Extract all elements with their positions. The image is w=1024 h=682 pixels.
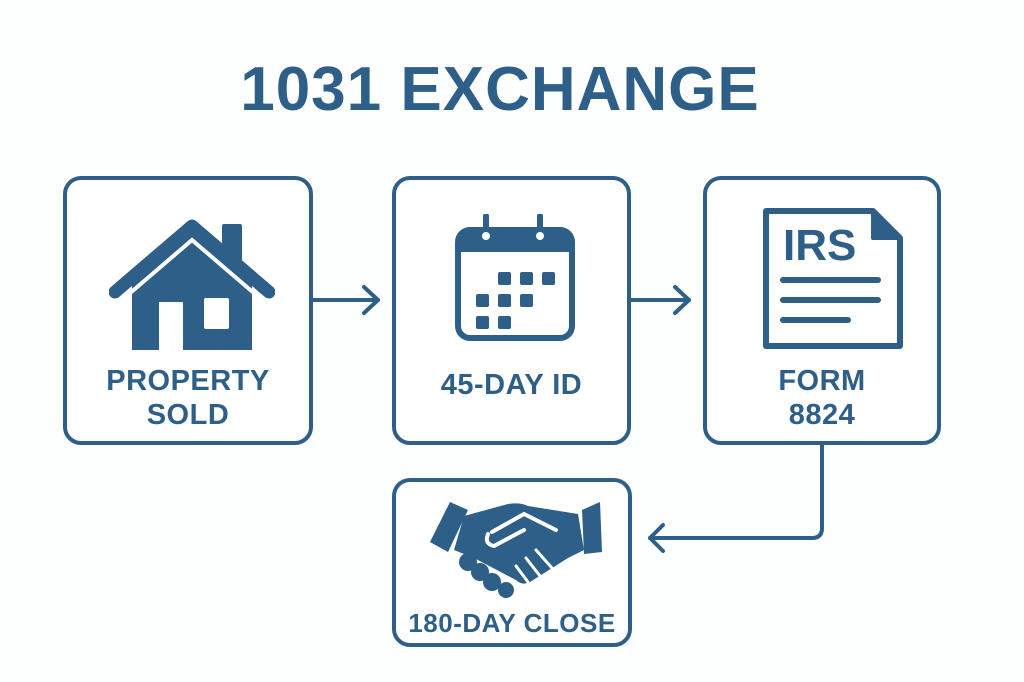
step-45-day-id: 45-DAY ID xyxy=(392,176,631,445)
irs-document-icon: IRS xyxy=(763,208,903,349)
calendar-icon xyxy=(455,214,575,341)
step-label: PROPERTY xyxy=(106,365,270,397)
irs-text: IRS xyxy=(783,221,856,270)
step-label: 8824 xyxy=(788,399,856,431)
handshake-icon xyxy=(430,502,602,598)
house-icon xyxy=(109,219,275,350)
step-label: 180-DAY CLOSE xyxy=(408,608,616,638)
step-label: FORM xyxy=(778,365,866,397)
arrow-right-icon xyxy=(628,285,691,315)
arrow-right-icon xyxy=(310,285,380,315)
step-form-8824: IRS FORM 8824 xyxy=(703,176,941,445)
step-label: 45-DAY ID xyxy=(440,369,583,401)
step-property-sold: PROPERTY SOLD xyxy=(63,176,313,445)
step-label: SOLD xyxy=(146,399,230,431)
diagram-title: 1031 EXCHANGE xyxy=(240,55,760,124)
arrow-down-left-icon xyxy=(648,442,824,553)
step-180-day-close: 180-DAY CLOSE xyxy=(392,478,632,647)
